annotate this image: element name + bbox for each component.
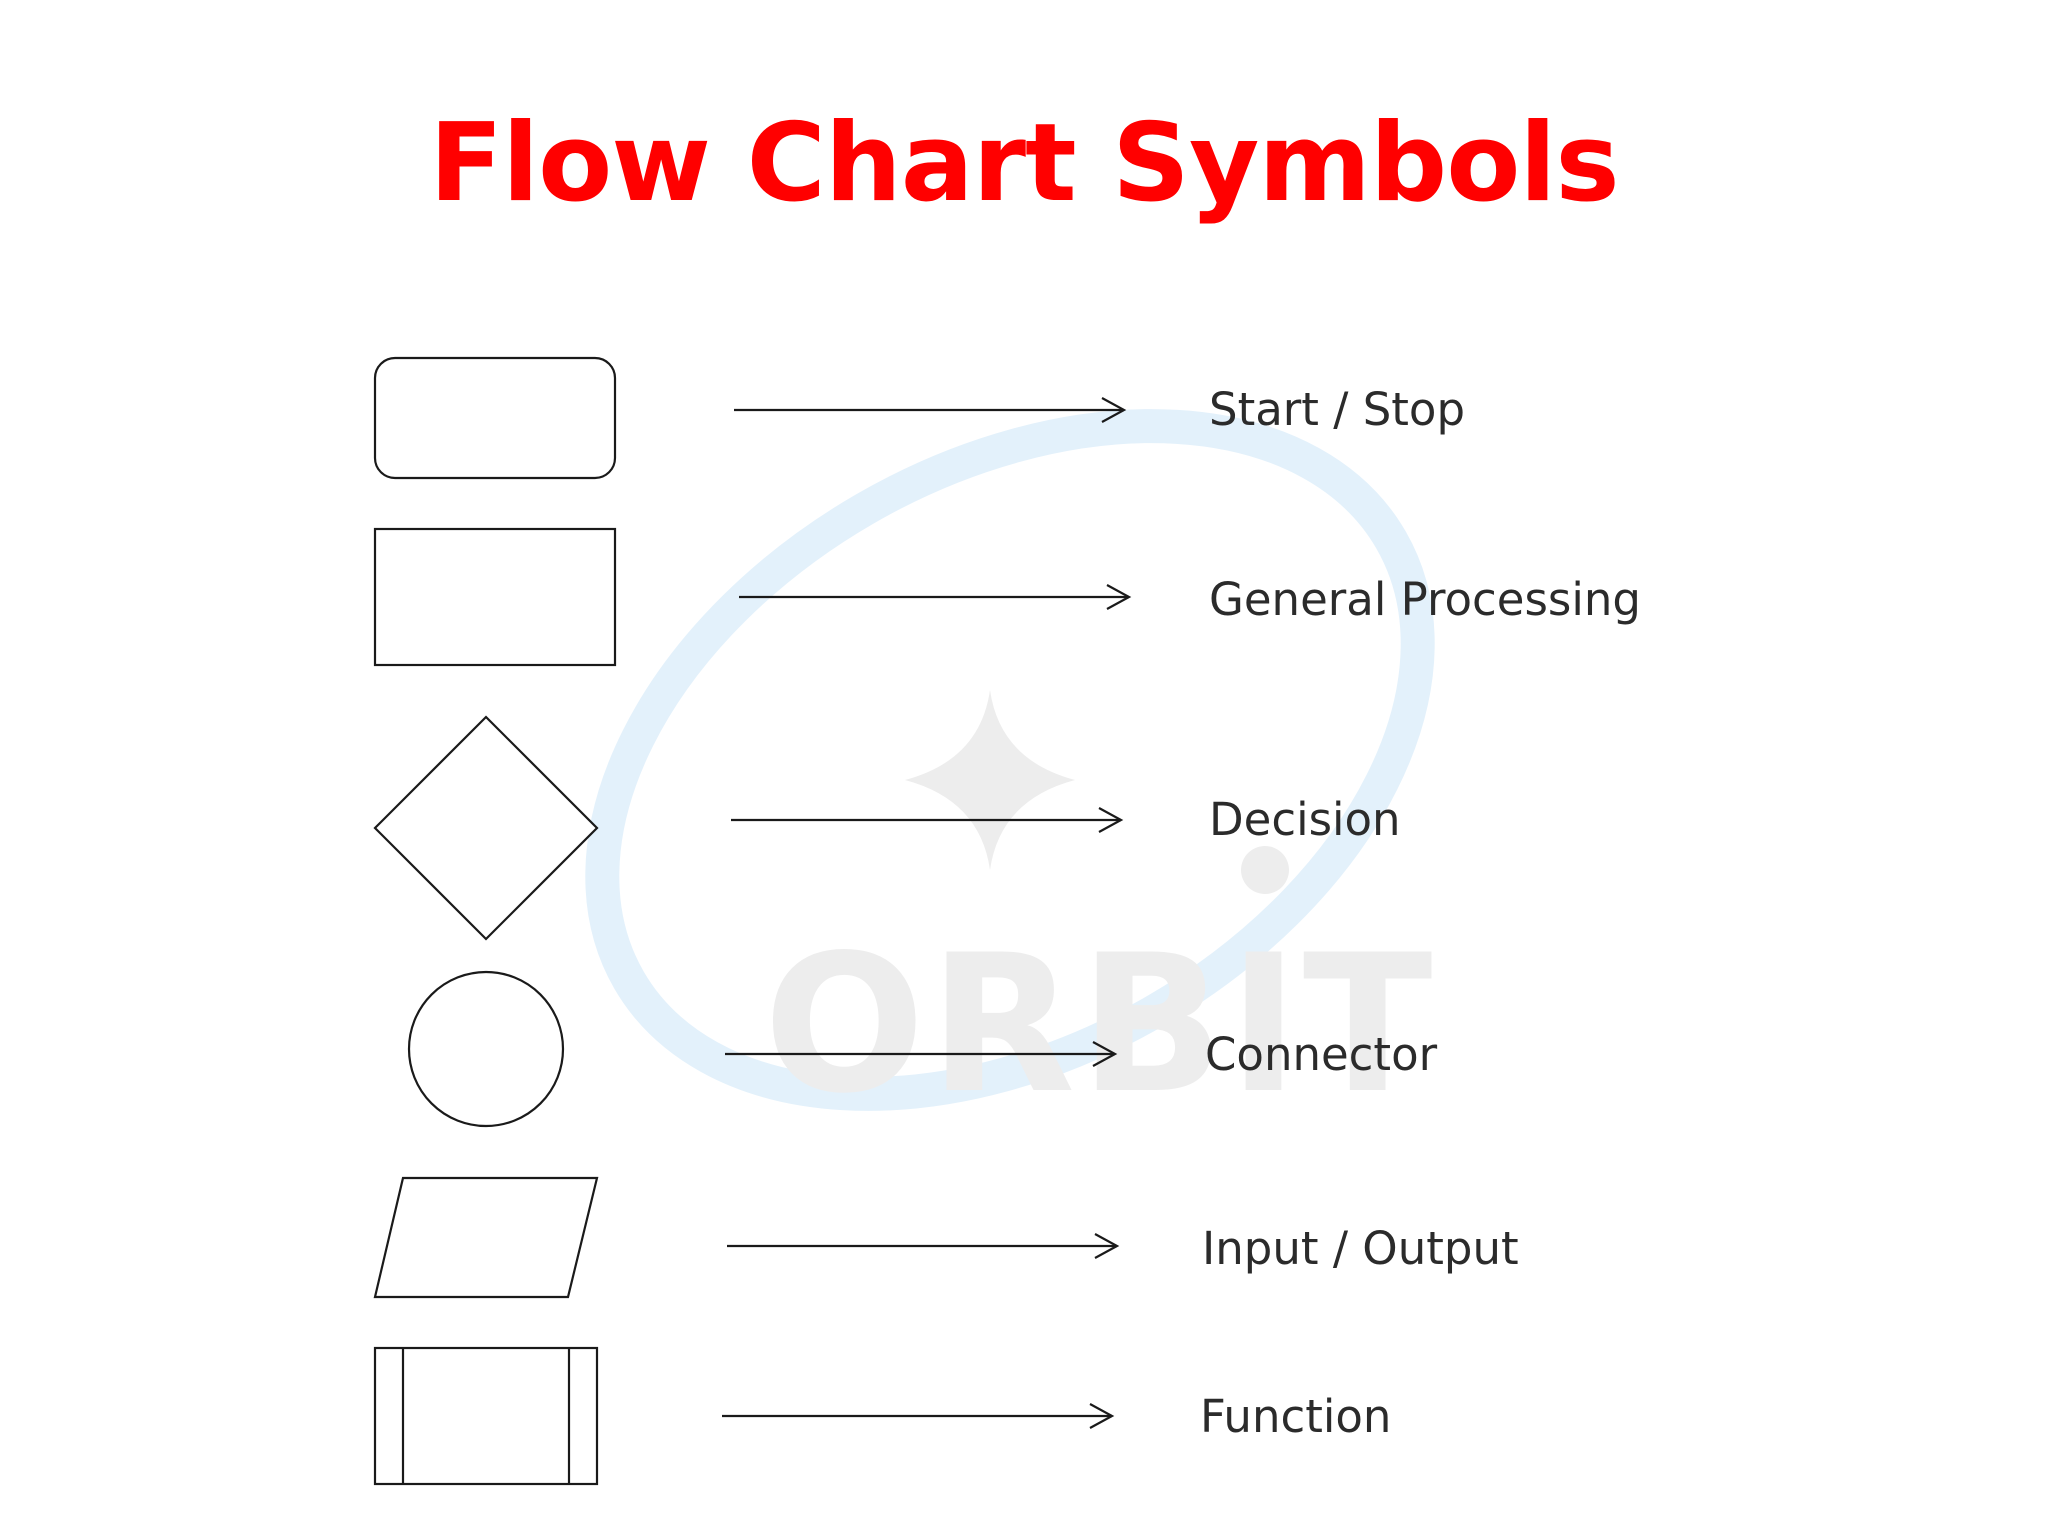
symbol-label: Start / Stop	[1209, 383, 1465, 436]
symbol-row-function: Function	[373, 1346, 1391, 1486]
page-title: Flow Chart Symbols	[429, 101, 1619, 226]
symbol-label: Connector	[1205, 1028, 1438, 1081]
diamond-symbol	[373, 715, 599, 941]
arrow-head-icon	[1089, 1403, 1115, 1429]
symbol-label: General Processing	[1209, 573, 1641, 626]
rounded-rectangle-symbol	[373, 356, 617, 480]
circle-symbol	[407, 970, 565, 1128]
symbol-label: Input / Output	[1202, 1222, 1519, 1275]
symbol-row-general-processing: General Processing	[373, 527, 1641, 667]
symbol-label: Decision	[1209, 793, 1401, 846]
watermark-text: ORBIT	[764, 914, 1437, 1135]
arrow-head-icon	[1092, 1041, 1118, 1067]
watermark-star-icon	[905, 690, 1075, 870]
symbol-row-connector: Connector	[407, 970, 1438, 1128]
parallelogram-symbol	[373, 1176, 599, 1299]
symbol-row-decision: Decision	[373, 715, 1401, 941]
symbol-row-input-output: Input / Output	[373, 1176, 1519, 1299]
arrow-head-icon	[1094, 1233, 1120, 1259]
symbol-row-start-stop: Start / Stop	[373, 356, 1465, 480]
watermark-ring	[585, 409, 1435, 1111]
rectangle-symbol	[373, 527, 617, 667]
arrow-head-icon	[1106, 584, 1132, 610]
watermark-dot-icon	[1241, 846, 1289, 894]
symbol-label: Function	[1200, 1390, 1391, 1443]
predefined-process-symbol	[373, 1346, 599, 1486]
arrow-head-icon	[1101, 397, 1127, 423]
watermark-logo: ORBIT	[585, 409, 1437, 1135]
arrow-head-icon	[1098, 807, 1124, 833]
